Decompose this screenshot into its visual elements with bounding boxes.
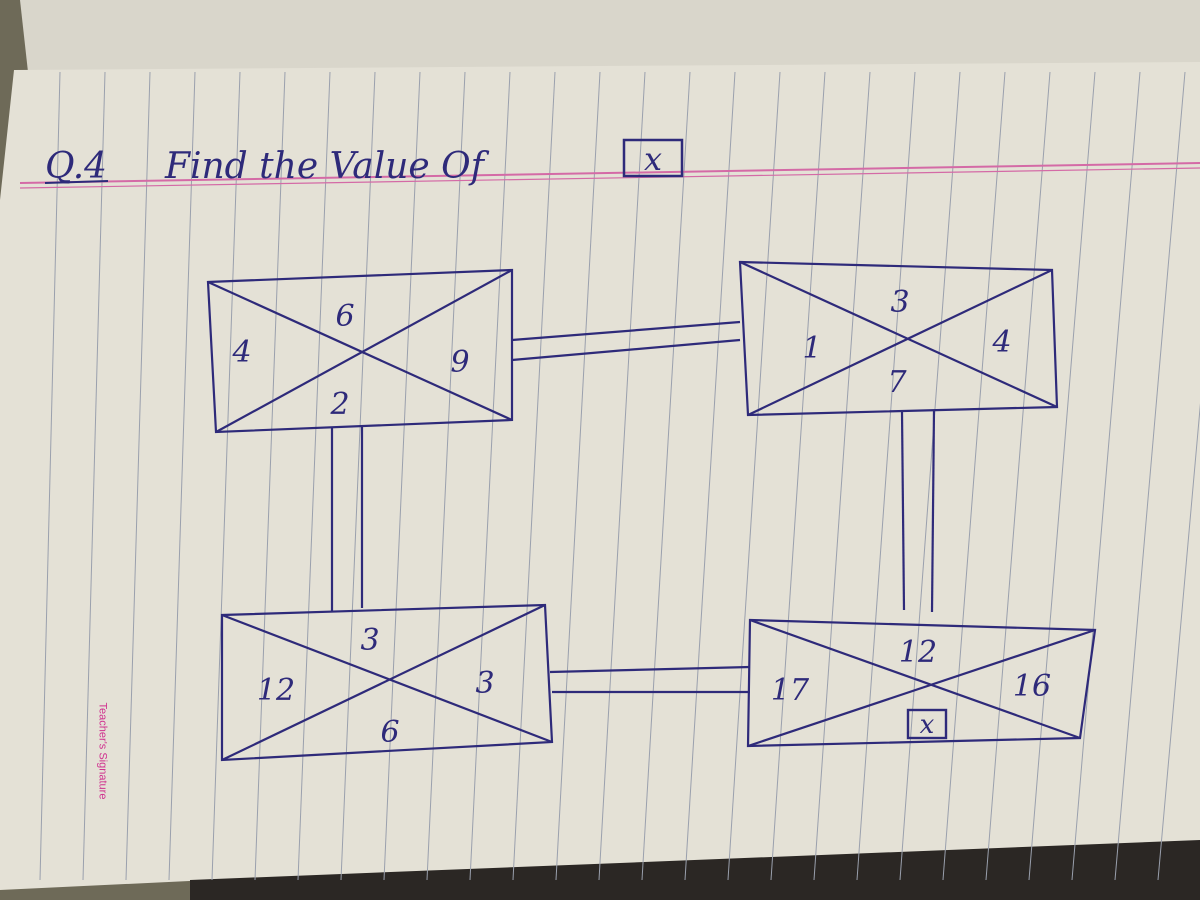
bottom-left-top-number: 3 (360, 623, 379, 658)
ruled-line (125, 71, 151, 881)
title-unknown: x (644, 140, 662, 178)
ruled-line (1028, 71, 1096, 881)
top-left-left-number: 4 (231, 335, 251, 370)
bottom-right-top-number: 12 (899, 635, 937, 670)
ruled-line (426, 71, 466, 881)
box-bottom-left-diagonal-1 (221, 613, 553, 744)
title-answer-box (622, 138, 684, 178)
previous-page (20, 0, 1200, 72)
top-left-right-number: 9 (450, 345, 469, 380)
ruled-lines (39, 71, 1200, 881)
box-top-left-diagonal-1 (207, 280, 513, 422)
ruled-line (856, 71, 916, 881)
ruled-line (1071, 71, 1141, 881)
ruled-line (555, 71, 601, 881)
bottom-left-right-number: 3 (475, 666, 494, 701)
margin-line (19, 162, 1200, 184)
question-text: Find the Value Of (164, 146, 490, 187)
ruled-line (598, 71, 646, 881)
ruled-line (39, 71, 61, 881)
connector-right-a (900, 411, 906, 611)
top-left-bottom-number: 2 (329, 387, 349, 422)
question-number: Q.4 (45, 146, 107, 187)
margin-line-2 (19, 167, 1200, 189)
box-top-right-diagonal-1 (739, 260, 1058, 409)
ruled-line (340, 71, 376, 881)
connector-bottom-a (549, 665, 751, 674)
ruled-line (1114, 71, 1186, 881)
bottom-left-bottom-number: 6 (380, 715, 399, 750)
answer-box (906, 708, 948, 740)
ruled-line (383, 71, 421, 881)
ruled-line (297, 71, 331, 881)
ruled-line (942, 71, 1006, 881)
ruled-line (1157, 403, 1200, 881)
ruled-line (899, 71, 961, 881)
bottom-right-unknown: x (920, 710, 935, 740)
ruled-line (985, 71, 1051, 881)
ruled-line (813, 71, 871, 881)
teachers-signature-label: Teacher's Signature (96, 702, 109, 800)
box-bottom-left-diagonal-2 (221, 604, 546, 761)
ruled-line (254, 71, 286, 881)
connector-top-b (511, 338, 741, 362)
bottom-right-left-number: 17 (771, 673, 810, 708)
ruled-line (641, 71, 691, 881)
box-bottom-right-diagonal-1 (749, 618, 1081, 740)
top-left-top-number: 6 (335, 299, 354, 334)
bottom-left-left-number: 12 (257, 673, 295, 708)
top-right-bottom-number: 7 (887, 365, 907, 400)
top-right-top-number: 3 (890, 285, 909, 320)
box-top-right-diagonal-2 (747, 269, 1053, 416)
ruled-line (727, 71, 781, 881)
page-shadow (190, 840, 1200, 900)
ruled-line (82, 71, 106, 881)
bottom-right-right-number: 16 (1013, 669, 1051, 704)
ruled-line (512, 71, 556, 881)
connector-top-a (511, 320, 741, 342)
ruled-line (168, 71, 196, 881)
top-right-right-number: 4 (991, 325, 1011, 360)
ruled-line (211, 71, 241, 881)
paper (0, 62, 1200, 890)
box-bottom-right-diagonal-2 (747, 628, 1096, 748)
question-number-underline (44, 180, 109, 184)
ruled-line (684, 71, 736, 881)
connector-right-b (930, 409, 936, 613)
box-top-left-diagonal-2 (215, 269, 513, 433)
diagram (206, 260, 1097, 762)
top-right-left-number: 1 (802, 331, 821, 366)
